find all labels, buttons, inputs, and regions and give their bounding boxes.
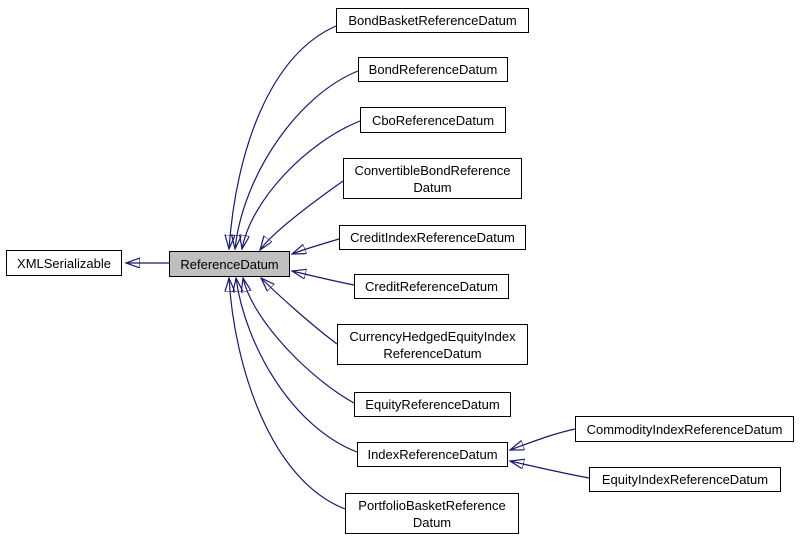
- class-node-bondreferencedatum[interactable]: BondReferenceDatum: [358, 57, 508, 82]
- class-node-commodityindexreferencedatum[interactable]: CommodityIndexReferenceDatum: [575, 416, 794, 442]
- edge-credit-to-referencedatum: [292, 271, 355, 286]
- class-node-currencyhedgedequityindexreferencedatum[interactable]: CurrencyHedgedEquityIndex ReferenceDatum: [337, 324, 528, 365]
- class-node-referencedatum: ReferenceDatum: [169, 251, 290, 277]
- edge-bondbasket-to-referencedatum: [229, 25, 337, 249]
- edge-portfolio-to-referencedatum: [229, 278, 346, 510]
- class-node-indexreferencedatum[interactable]: IndexReferenceDatum: [357, 442, 508, 467]
- class-node-equityindexreferencedatum[interactable]: EquityIndexReferenceDatum: [589, 467, 781, 492]
- class-node-creditindexreferencedatum[interactable]: CreditIndexReferenceDatum: [339, 225, 526, 250]
- class-node-convertiblebondreferencedatum[interactable]: ConvertibleBondReference Datum: [343, 158, 522, 199]
- edge-creditindex-to-referencedatum: [292, 238, 340, 254]
- edge-cbo-to-referencedatum: [242, 120, 361, 249]
- edge-equity-to-referencedatum: [243, 278, 355, 404]
- class-node-creditreferencedatum[interactable]: CreditReferenceDatum: [354, 274, 509, 299]
- class-node-portfoliobasketreferencedatum[interactable]: PortfolioBasketReference Datum: [345, 493, 519, 534]
- class-node-bondbasketreferencedatum[interactable]: BondBasketReferenceDatum: [336, 8, 529, 33]
- edge-currencyhedged-to-referencedatum: [261, 278, 338, 345]
- class-node-equityreferencedatum[interactable]: EquityReferenceDatum: [354, 392, 511, 417]
- edge-index-to-referencedatum: [236, 278, 358, 453]
- edge-bond-to-referencedatum: [235, 70, 359, 249]
- edge-equityindex-to-indexreferencedatum: [510, 461, 590, 479]
- class-node-cboreferencedatum[interactable]: CboReferenceDatum: [360, 107, 506, 133]
- edge-convertible-to-referencedatum: [260, 180, 344, 250]
- edge-commodityindex-to-indexreferencedatum: [510, 428, 576, 450]
- class-node-xmlserializable[interactable]: XMLSerializable: [6, 250, 122, 276]
